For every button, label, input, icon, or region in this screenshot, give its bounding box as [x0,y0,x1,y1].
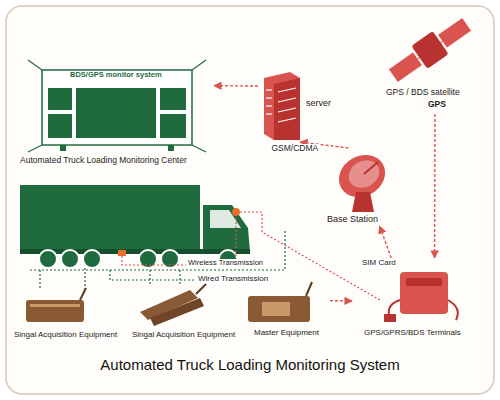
satellite-node: GPS / BDS satelliteGPS [378,18,492,114]
diagram-title: Automated Truck Loading Monitoring Syste… [0,356,500,373]
signal-acquisition-equipment [140,284,206,326]
monitor-wall [28,60,206,152]
master-equipment [248,282,312,322]
node-label: BDS/GPS monitor system [70,71,162,80]
satellite [385,13,475,88]
server-node: server [258,72,342,142]
terminal-device [384,272,458,322]
master-equipment-node: Master Equipment [240,282,330,344]
server-tower [264,72,300,140]
connector [380,226,392,258]
monitor-center: BDS/GPS monitor systemAutomated Truck Lo… [18,62,214,170]
node-sublabel: GPS [428,100,446,110]
connector [434,114,436,258]
signal-acquisition-equipment [26,288,86,322]
frame [6,6,494,394]
node-sublabel: Automated Truck Loading Monitoring Cente… [20,156,187,166]
edge-label: GSM/CDMA [269,144,320,154]
transmission-lines [30,212,380,300]
node-label: Base Station [327,214,378,224]
connector [214,85,258,87]
node-label: GPS / BDS satellite [386,88,460,98]
node-label: server [306,98,331,108]
node-label: GPS/GPRS/BDS Terminals [364,328,461,337]
signal-equipment-node: Singal Acquisition Equipment [126,280,244,344]
annotation-label: Wireless Transmission [186,259,265,268]
base-station-node: Base Station [325,148,403,226]
node-label: Master Equipment [254,328,319,337]
connector [330,300,352,302]
node-label: Singal Acquisition Equipment [132,330,235,339]
base-station [331,147,393,212]
annotation-label: Wired Transmission [196,274,270,283]
node-label: Singal Acquisition Equipment [14,330,117,339]
terminal-node: GPS/GPRS/BDS Terminals [352,258,492,344]
truck [20,185,250,268]
signal-equipment-node: Singal Acquisition Equipment [14,292,126,344]
annotation-label: SIM Card [360,258,398,267]
